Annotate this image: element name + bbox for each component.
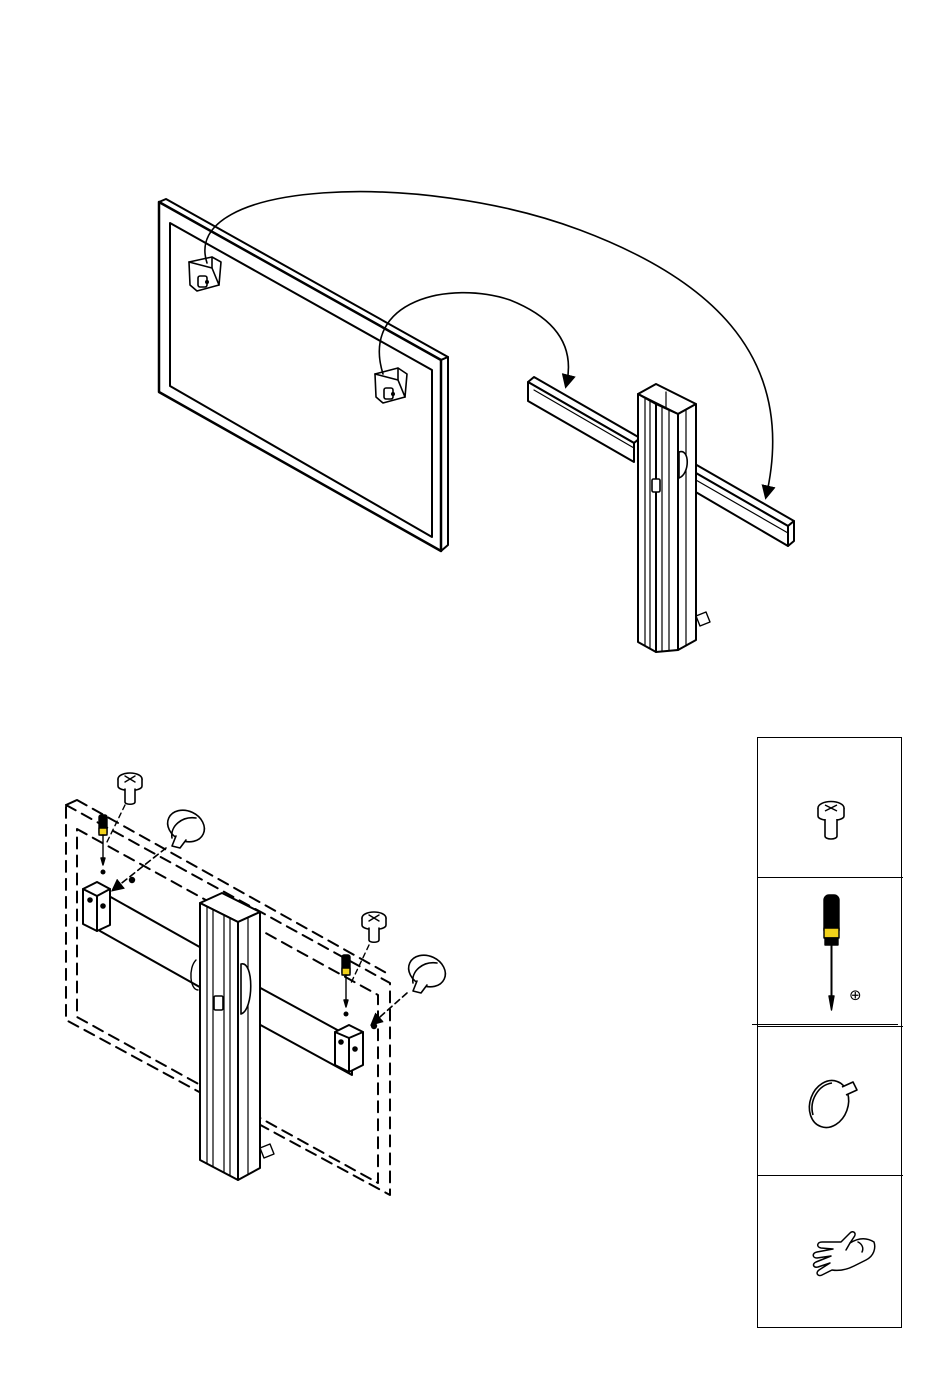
knob-right: [403, 949, 450, 993]
pan-head-screw-left: [118, 773, 142, 804]
tool-cell-knob: [758, 1026, 903, 1176]
upright-column: [638, 384, 710, 652]
screwdriver-left: [99, 815, 107, 865]
upright-column: [191, 893, 274, 1180]
cross-bar-left: [83, 882, 205, 990]
cross-bar-right: [255, 985, 363, 1075]
tool-cell-screwdriver: ⊕: [758, 878, 903, 1026]
tool-cell-screw: [758, 738, 903, 878]
hand-icon: [758, 1176, 903, 1327]
panel-divider: [752, 1024, 898, 1025]
knob-left: [162, 804, 209, 848]
hang-display-diagram: [0, 0, 950, 700]
phillips-screwdriver-icon: [758, 878, 903, 1026]
screwdriver-right: [342, 955, 350, 1007]
tool-panel: ⊕: [757, 737, 902, 1328]
screw-path-right: [350, 945, 369, 985]
knob-arrow-left: [113, 848, 166, 890]
pan-head-screw-icon: [758, 738, 903, 878]
phillips-symbol: ⊕: [849, 988, 862, 1003]
pan-head-screw-right: [362, 912, 386, 942]
knob-icon: [758, 1027, 903, 1177]
hook-bracket-left: [189, 257, 221, 291]
tool-cell-hand: [758, 1176, 903, 1327]
secure-display-diagram: [0, 700, 740, 1379]
hook-bracket-right: [375, 368, 407, 403]
